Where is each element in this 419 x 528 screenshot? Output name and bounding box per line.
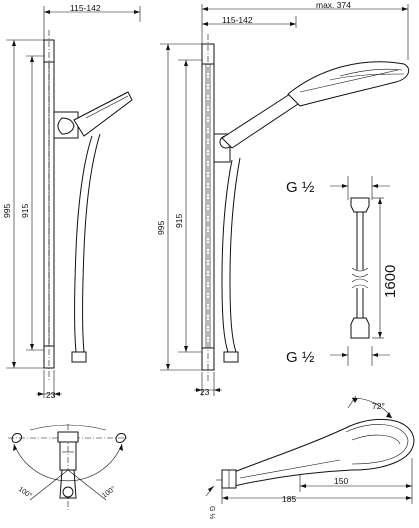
front-width-label: 115-142 <box>222 15 253 25</box>
shower-thread-label: G ½ <box>208 506 216 519</box>
hose-thread-top-label: G ½ <box>286 179 315 196</box>
shower-length-label: 185 <box>282 494 296 504</box>
max-reach-label: max. 374 <box>316 0 351 10</box>
front-depth-label: 23 <box>200 387 210 397</box>
front-view: max. 374 115-142 995 915 <box>156 0 410 397</box>
holder-top-view: 100° 100° <box>8 424 128 512</box>
hose-length-label: 1600 <box>382 265 399 298</box>
hand-shower-detail: 72° 150 185 G ½ <box>205 395 415 519</box>
left-overall-height-label: 995 <box>2 204 12 218</box>
left-depth-label: 23 <box>46 390 56 400</box>
head-length-label: 150 <box>334 476 348 486</box>
shower-angle-label: 72° <box>372 401 385 411</box>
hose-thread-bottom-label: G ½ <box>286 349 315 366</box>
angle-right-label: 100° <box>101 485 118 500</box>
hose-detail: G ½ G ½ 1600 <box>286 176 399 366</box>
left-side-view: 115-142 995 915 2 <box>2 3 141 400</box>
front-overall-height-label: 995 <box>156 221 166 235</box>
angle-left-label: 100° <box>17 485 34 500</box>
left-rail-length-label: 915 <box>20 204 30 218</box>
left-width-label: 115-142 <box>70 3 101 13</box>
front-rail-length-label: 915 <box>174 214 184 228</box>
